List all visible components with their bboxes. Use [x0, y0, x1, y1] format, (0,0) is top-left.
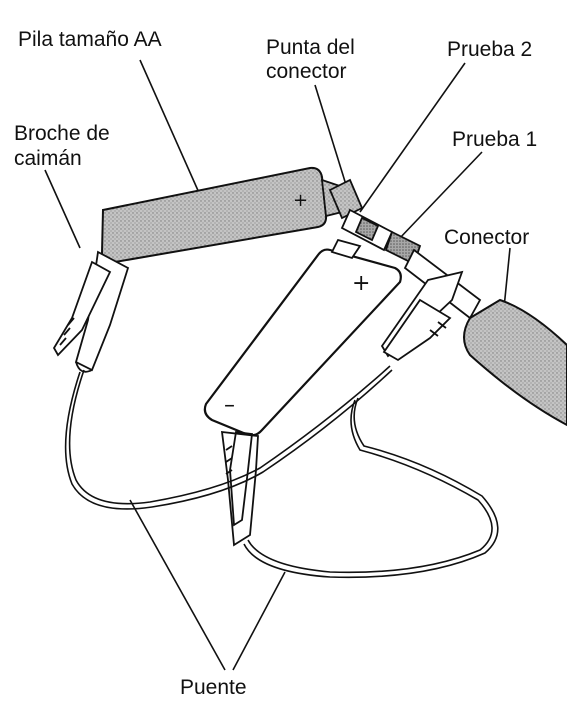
- leader-jumper-right: [232, 571, 286, 671]
- jumper-wire-top: [68, 365, 391, 505]
- label-clip-line1: Broche de: [14, 122, 110, 145]
- alligator-clip-bottom: [220, 430, 259, 547]
- leader-probe1: [397, 151, 483, 241]
- label-tip-line2: conector: [266, 60, 347, 83]
- leader-jumper-left: [129, 499, 226, 671]
- probe2-ring: [354, 216, 380, 242]
- leader-probe2: [359, 62, 466, 213]
- leader-clip: [44, 169, 81, 249]
- alligator-clip-right: [380, 270, 464, 362]
- aa-battery: +: [100, 166, 343, 264]
- leader-battery: [139, 59, 201, 196]
- connector-body: [463, 298, 567, 427]
- aa-battery-white: + –: [203, 238, 402, 437]
- jumper-wire-bottom-edge: [243, 397, 499, 579]
- label-clip-line2: caimán: [14, 147, 82, 170]
- label-jumper: Puente: [180, 676, 247, 699]
- label-battery: Pila tamaño AA: [18, 28, 162, 51]
- label-connector: Conector: [444, 226, 530, 249]
- jumper-wire-bottom: [247, 399, 493, 574]
- label-probe2: Prueba 2: [447, 38, 533, 61]
- jumper-wire-top-edge: [64, 369, 393, 510]
- label-tip-line1: Punta del: [266, 36, 355, 59]
- jumper-wires: [64, 365, 499, 579]
- label-probe1: Prueba 1: [452, 128, 538, 151]
- leader-lines: [44, 59, 511, 671]
- battery-minus-terminal: –: [224, 393, 235, 418]
- alligator-clip-left: [52, 250, 130, 373]
- leader-tip: [314, 84, 348, 189]
- battery-plus-terminal: +: [352, 271, 370, 296]
- battery-plus-sign: +: [293, 190, 308, 211]
